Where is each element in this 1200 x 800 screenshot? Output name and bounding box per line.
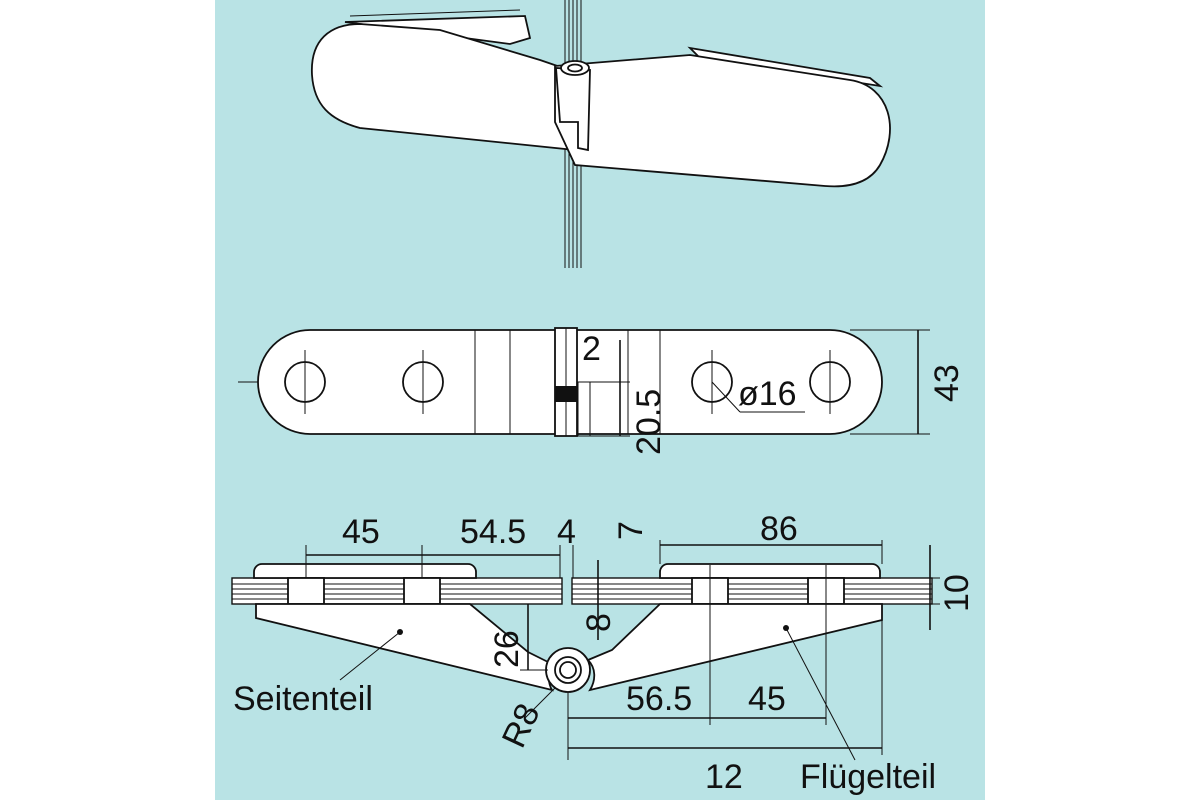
label-seitenteil: Seitenteil — [233, 680, 373, 718]
front-view — [238, 327, 930, 437]
dim-overall-height: 43 — [928, 364, 966, 402]
section-view — [231, 540, 940, 761]
dim-length-right: 86 — [760, 510, 798, 548]
dim-hole-offset-right: 56.5 — [626, 680, 692, 718]
dim-glass-thickness: 8 — [580, 613, 618, 632]
dim-glass-offset: 7 — [612, 521, 650, 540]
dim-hole-diameter: ø16 — [738, 375, 797, 413]
dim-gap: 4 — [557, 513, 576, 551]
dim-hole-spacing-right: 45 — [748, 680, 786, 718]
dim-radius: R8 — [495, 698, 548, 753]
dim-depth: 26 — [488, 630, 526, 668]
dim-bottom: 12 — [705, 758, 743, 796]
isometric-view — [311, 0, 891, 268]
dim-top-gap: 2 — [582, 330, 601, 368]
dim-thickness: 10 — [938, 574, 976, 612]
label-fluegelteil: Flügelteil — [800, 758, 936, 796]
dim-offset-left: 54.5 — [460, 513, 526, 551]
dim-hole-spacing-left: 45 — [342, 513, 380, 551]
dim-top-height: 20.5 — [630, 389, 668, 455]
